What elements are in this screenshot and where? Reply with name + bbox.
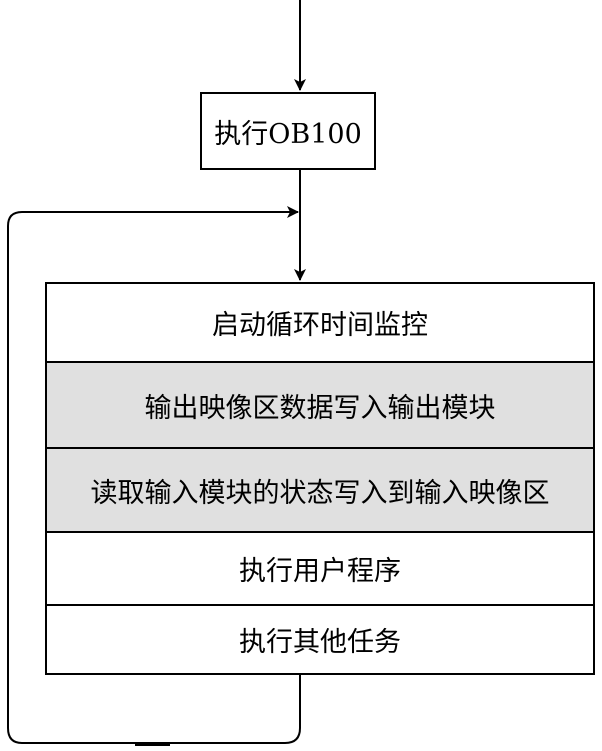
step-other-tasks: 执行其他任务 (47, 604, 593, 673)
init-ob100-box: 执行OB100 (200, 92, 376, 170)
step-start-cycle-monitor: 启动循环时间监控 (47, 284, 593, 361)
step-label: 读取输入模块的状态写入到输入映像区 (90, 477, 550, 509)
step-label: 执行其他任务 (239, 627, 401, 658)
loop-back-arrow (7, 206, 301, 744)
step-run-user-program: 执行用户程序 (47, 531, 593, 604)
step-read-inputs: 读取输入模块的状态写入到输入映像区 (47, 447, 593, 531)
step-label: 执行用户程序 (239, 556, 401, 587)
init-ob100-label: 执行OB100 (214, 118, 362, 150)
step-write-outputs: 输出映像区数据写入输出模块 (47, 361, 593, 447)
scan-cycle-stack: 启动循环时间监控 输出映像区数据写入输出模块 读取输入模块的状态写入到输入映像区… (45, 282, 595, 675)
step-label: 启动循环时间监控 (212, 310, 428, 341)
step-label: 输出映像区数据写入输出模块 (144, 392, 496, 424)
